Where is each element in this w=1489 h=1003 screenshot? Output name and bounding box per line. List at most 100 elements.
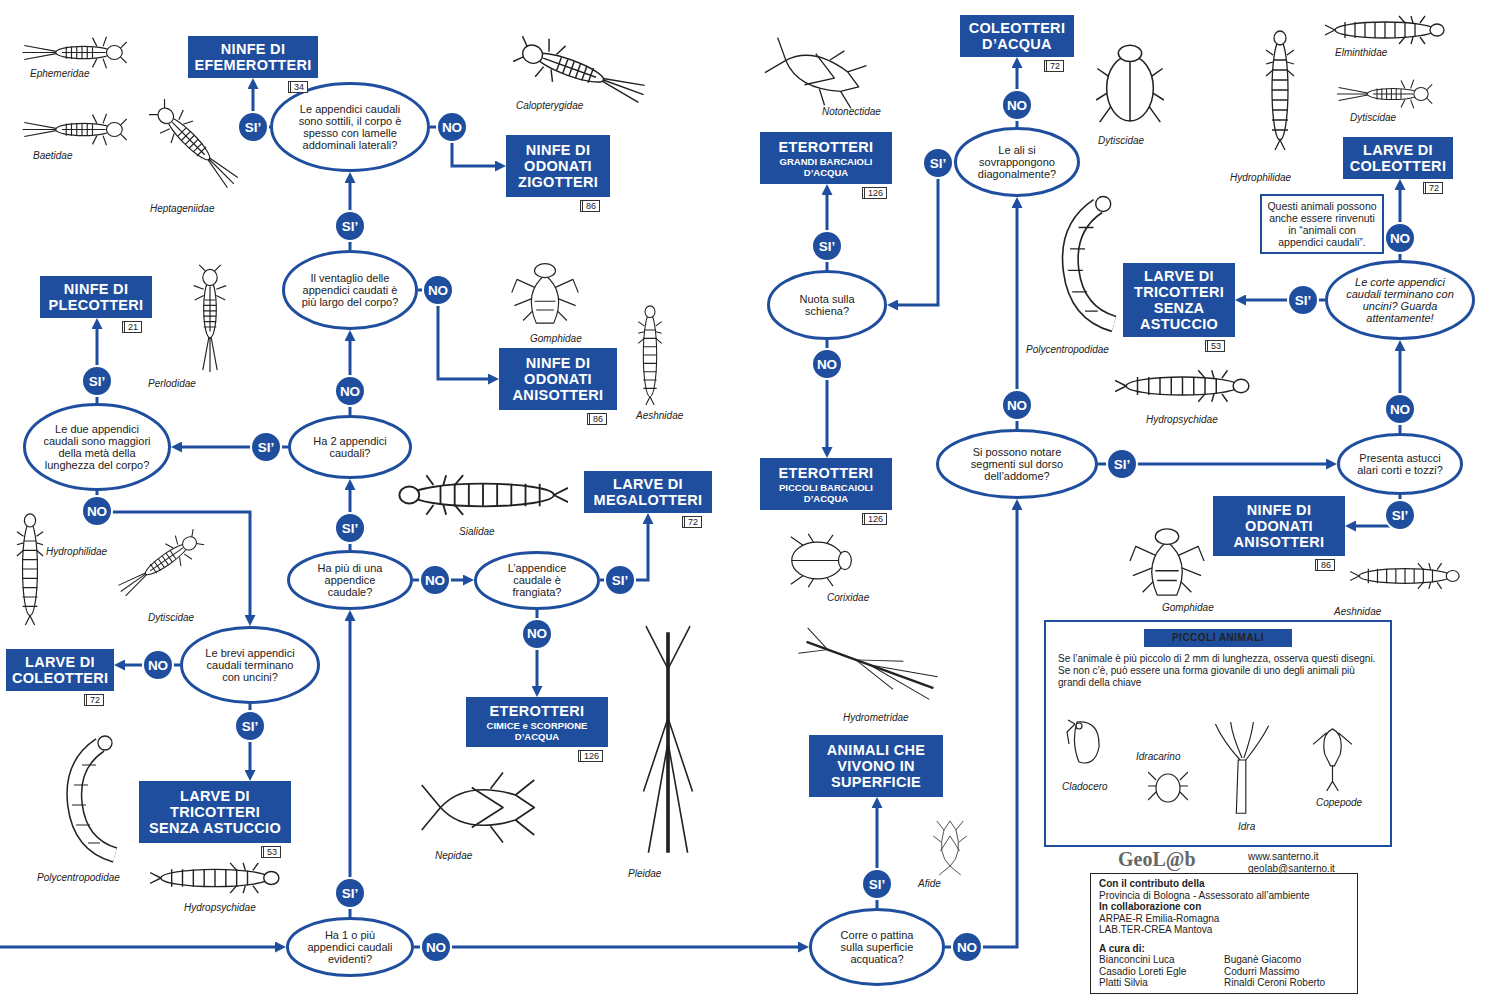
taxon-name: Perlodidae [148,378,196,389]
question-text: Le due appendici caudali sono maggiori d… [44,423,151,471]
taxon-name: Aeshnidae [1334,606,1381,617]
credit-line: Casadio Loreti Egle [1099,966,1224,978]
question-text-group: Le brevi appendici caudali terminano con… [200,647,301,683]
result-box: NINFE DI ODONATI ANISOTTERI [499,348,617,410]
answer-badge: SI’ [81,365,113,397]
answer-badge: SI’ [334,210,366,242]
small-animal-drawing [1313,729,1352,791]
question-text: Le corte appendici caudali terminano con… [1346,276,1454,324]
insect-drawing [72,736,115,855]
decision-ellipse: Le brevi appendici caudali terminano con… [180,626,320,704]
taxon-name: Sialidae [459,526,495,537]
insect-drawing [23,114,127,146]
result-box: ETEROTTERIPICCOLI BARCAIOLI D’ACQUA [760,458,892,510]
box-title: NINFE DI ODONATI ZIGOTTERI [512,142,604,190]
credit-line: Platti Silvia [1099,977,1224,989]
ellipse-shape [25,405,170,490]
insect-drawing [1115,370,1249,402]
taxon-name: Notonectidae [822,106,881,117]
taxon-name: Afide [918,878,941,889]
ellipse-shape [182,628,319,703]
answer-badge: SI’ [334,512,366,544]
box-title: LARVE DI COLEOTTERI [12,654,108,686]
note-box: Questi animali possono anche essere rinv… [1260,194,1384,254]
box-title: ETEROTTERI [472,703,602,719]
taxon-name: Gomphidae [1162,602,1214,613]
decision-ellipse: Ha più di una appendice caudale? [287,550,413,610]
answer-badge: NO [436,111,468,143]
answer-badge: SI’ [861,868,893,900]
taxon-name: Ephemeridae [30,68,89,79]
question-text: Le ali si sovrappongono diagonalmente? [972,144,1063,180]
ellipse-shape [288,919,413,976]
question-text-group: Le appendici caudali sono sottili, il co… [293,103,408,151]
taxon-name: Dytiscidae [1098,135,1144,146]
insect-drawing [1266,31,1294,150]
result-box: LARVE DI COLEOTTERI [6,649,114,691]
taxon-name: Copepode [1316,797,1362,808]
box-subtitle: PICCOLI BARCAIOLI D’ACQUA [766,482,886,504]
answer-badge: SI’ [334,877,366,909]
answer-badge: NO [419,564,451,596]
answer-badge: NO [951,931,983,963]
answer-badge: NO [81,495,113,527]
connector [896,162,954,305]
insect-drawing [791,534,852,587]
result-box: NINFE DI ODONATI ZIGOTTERI [506,135,610,197]
taxon-name: Cladocero [1062,781,1108,792]
taxon-name: Polycentropodidae [1026,344,1109,355]
answer-badge: SI’ [811,230,843,262]
question-text-group: Presenta astucci alari corti e tozzi? [1355,452,1446,476]
credit-line: Bianconcini Luca [1099,954,1224,966]
page-reference: 72 [1423,182,1443,194]
taxon-name: Baetidae [33,150,72,161]
page-reference: 72 [682,516,702,528]
question-text: Le appendici caudali sono sottili, il co… [293,103,408,151]
answer-badge: SI’ [922,147,954,179]
answer-badge: SI’ [604,564,636,596]
decision-ellipse: Ha 1 o più appendici caudali evidenti? [286,917,414,977]
box-subtitle: GRANDI BARCAIOLI D’ACQUA [766,156,886,178]
question-text-group: Corre o pattina sulla superficie acquati… [828,929,926,965]
question-text: Il ventaglio delle appendici caudati è p… [301,272,399,308]
decision-ellipse: Le due appendici caudali sono maggiori d… [23,403,171,491]
entry-line [0,946,277,949]
taxon-name: Gomphidae [530,333,582,344]
taxon-name: Hydropsychidae [184,902,256,913]
page-reference: 72 [84,694,104,706]
insect-drawing [1350,563,1459,589]
answer-badge: NO [811,348,843,380]
question-text: Corre o pattina sulla superficie acquati… [828,929,926,965]
result-box: NINFE DI ODONATI ANISOTTERI [1213,496,1345,556]
small-animal-drawing [1148,772,1188,802]
credit-line: ARPAE-R Emilia-Romagna [1099,913,1349,925]
question-text-group: L’appendice caudale è frangiata? [492,562,583,598]
connector [945,508,1017,947]
answer-badge: NO [420,931,452,963]
taxon-name: Nepidae [435,850,472,861]
insect-drawing [112,525,207,603]
result-box: LARVE DI COLEOTTERI [1343,137,1453,179]
ellipse-shape [769,272,886,339]
credit-line: Provincia di Bologna - Assessorato all’a… [1099,890,1349,902]
note-text: Se l’animale è più piccolo di 2 mm di lu… [1058,653,1378,689]
insect-drawing [399,475,568,515]
insect-drawing [23,37,127,69]
credit-line: Con il contributo della [1099,878,1349,890]
decision-ellipse: Presenta astucci alari corti e tozzi? [1337,433,1463,495]
question-text: Si possono notare segmenti sul dorso del… [959,446,1076,482]
ellipse-shape [956,129,1079,196]
page-reference: 21 [122,321,142,333]
result-box: NINFE DI PLECOTTERI [40,276,152,318]
insect-drawing [798,627,939,703]
decision-ellipse: Le appendici caudali sono sottili, il co… [270,82,430,172]
insect-drawing [194,265,226,372]
question-text: Le brevi appendici caudali terminano con… [200,647,301,683]
taxon-name: Dytiscidae [1350,112,1396,123]
info-panel: PICCOLI ANIMALISe l’animale è più piccol… [1044,620,1392,847]
connector [414,946,800,949]
result-box: LARVE DI TRICOTTERI SENZA ASTUCCIO [1123,263,1235,337]
box-title: NINFE DI PLECOTTERI [46,281,146,313]
question-text-group: Ha 1 o più appendici caudali evidenti? [304,929,396,965]
